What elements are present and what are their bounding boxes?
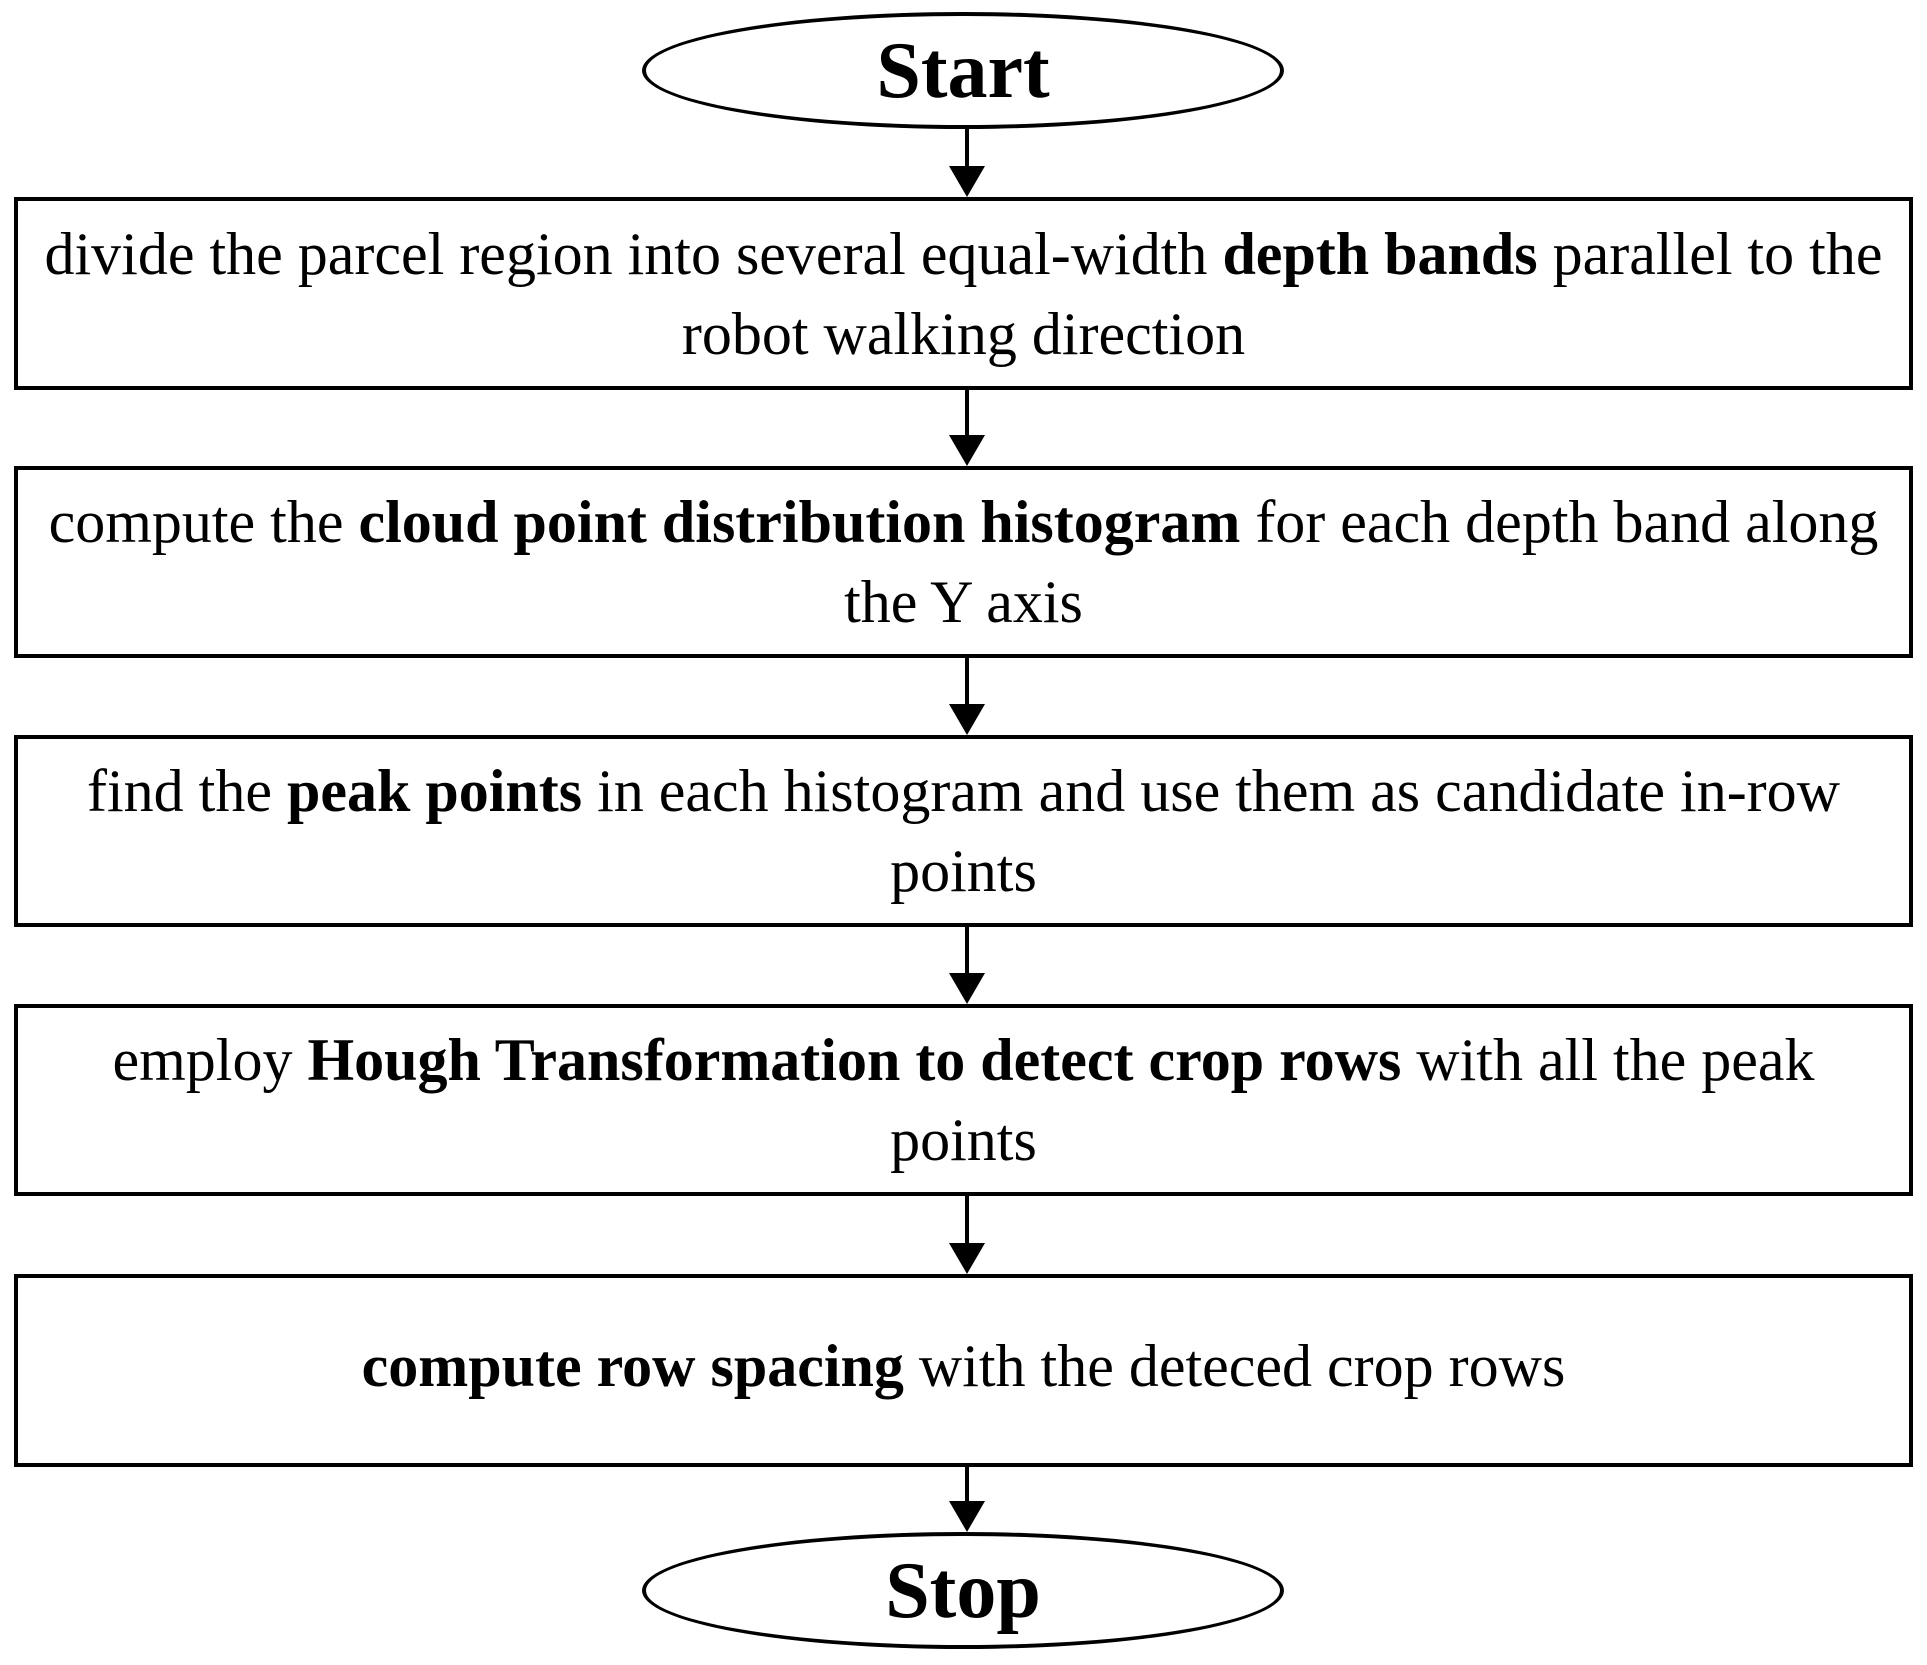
step-plain-text: parallel to the robot walking direction	[681, 220, 1883, 367]
step-plain-text: employ	[112, 1027, 308, 1093]
arrow-start-to-step-1	[949, 129, 985, 197]
arrow-step-4-to-step-5	[949, 1196, 985, 1274]
step-plain-text: with all the peak points	[890, 1027, 1815, 1173]
step-text: employ Hough Transformation to detect cr…	[32, 1020, 1895, 1180]
start-terminal: Start	[642, 12, 1284, 129]
step-emphasis-text: depth bands	[1222, 220, 1538, 287]
process-step-compute-histogram: compute the cloud point distribution his…	[14, 466, 1913, 658]
arrow-step-3-to-step-4	[949, 927, 985, 1004]
step-plain-text: compute the	[48, 489, 359, 555]
step-emphasis-text: Hough Transformation to detect crop rows	[307, 1027, 1402, 1093]
step-plain-text: divide the parcel region into several eq…	[44, 220, 1223, 287]
process-step-compute-row-spacing: compute row spacing with the deteced cro…	[14, 1274, 1913, 1467]
step-emphasis-text: compute row spacing	[361, 1332, 904, 1399]
step-plain-text: with the deteced crop rows	[903, 1332, 1566, 1399]
step-plain-text: in each histogram and use them as candid…	[582, 758, 1840, 904]
step-plain-text: for each depth band along the Y axis	[844, 489, 1879, 635]
step-plain-text: find the	[87, 758, 287, 824]
process-step-divide-depth-bands: divide the parcel region into several eq…	[14, 197, 1913, 390]
arrow-step-1-to-step-2	[949, 390, 985, 466]
step-text: compute the cloud point distribution his…	[32, 482, 1895, 642]
process-step-hough-transformation: employ Hough Transformation to detect cr…	[14, 1004, 1913, 1196]
step-emphasis-text: cloud point distribution histogram	[358, 489, 1241, 555]
step-emphasis-text: peak points	[286, 758, 583, 824]
arrow-step-5-to-stop	[949, 1467, 985, 1532]
step-text: divide the parcel region into several eq…	[32, 214, 1895, 374]
step-text: compute row spacing with the deteced cro…	[362, 1326, 1566, 1406]
start-label: Start	[876, 26, 1050, 115]
arrow-step-2-to-step-3	[949, 658, 985, 735]
stop-label: Stop	[885, 1546, 1041, 1635]
process-step-find-peak-points: find the peak points in each histogram a…	[14, 735, 1913, 927]
step-text: find the peak points in each histogram a…	[32, 751, 1895, 911]
stop-terminal: Stop	[642, 1532, 1284, 1649]
